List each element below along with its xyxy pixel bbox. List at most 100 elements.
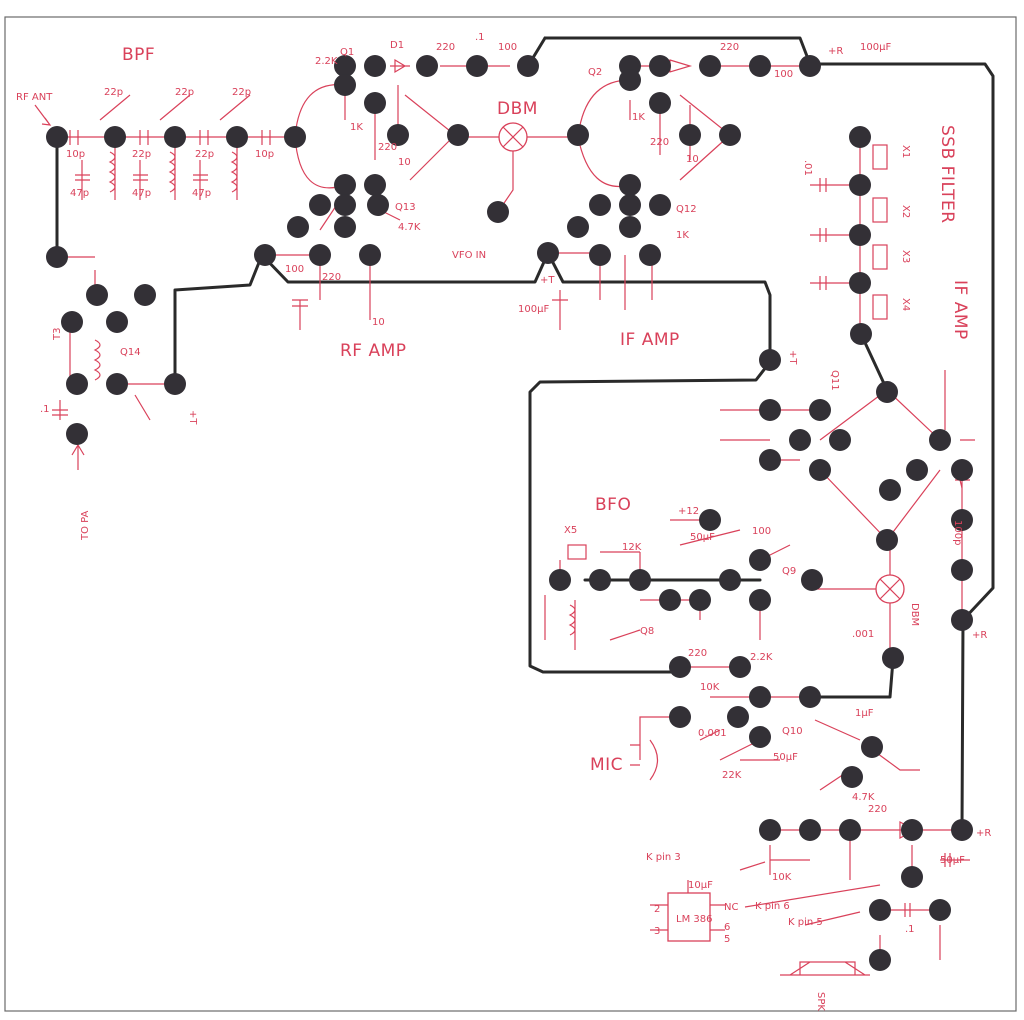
pad	[334, 194, 356, 216]
solder-pads	[46, 55, 973, 971]
pad	[284, 126, 306, 148]
val-pin6: 6	[724, 922, 730, 933]
val-.01: .01	[802, 160, 813, 176]
pad	[334, 216, 356, 238]
pad	[906, 459, 928, 481]
pad	[254, 244, 276, 266]
val-22p: 22p	[132, 149, 151, 160]
label-if-amp-side: IF AMP	[950, 280, 970, 340]
pad	[66, 373, 88, 395]
pad	[951, 509, 973, 531]
label-to-pa: TO PA	[80, 510, 91, 541]
val-nc: NC	[724, 902, 738, 913]
pad	[309, 244, 331, 266]
label-q9: Q9	[782, 566, 796, 577]
pad	[46, 246, 68, 268]
pad	[759, 819, 781, 841]
label-q1: Q1	[340, 47, 354, 58]
val-10k: 10K	[700, 682, 720, 693]
pad	[876, 381, 898, 403]
val-10: 10	[372, 317, 385, 328]
label-x2: X2	[900, 205, 911, 218]
pad	[619, 69, 641, 91]
pad	[86, 284, 108, 306]
pad	[829, 429, 851, 451]
val-10p: 10p	[255, 149, 274, 160]
pad	[649, 92, 671, 114]
pad	[549, 569, 571, 591]
pad	[882, 647, 904, 669]
pad	[849, 174, 871, 196]
pad	[719, 124, 741, 146]
pad	[799, 819, 821, 841]
val-100: 100	[752, 526, 771, 537]
label-plus-r-bottom: +R	[976, 828, 991, 839]
pad	[359, 244, 381, 266]
pad	[164, 126, 186, 148]
label-rf-amp: RF AMP	[340, 341, 407, 361]
label-plus-t-c: +T	[787, 350, 798, 365]
pad	[727, 706, 749, 728]
val-100uf: 100µF	[518, 304, 549, 315]
label-lm386: LM 386	[676, 914, 712, 925]
pad	[364, 174, 386, 196]
pad	[719, 569, 741, 591]
val-pin5: 5	[724, 934, 730, 945]
pad	[689, 589, 711, 611]
val-1k: 1K	[676, 230, 689, 241]
val-10: 10	[686, 154, 699, 165]
val-2.2k: 2.2K	[315, 56, 338, 67]
pad	[749, 686, 771, 708]
pad	[850, 323, 872, 345]
pad	[334, 55, 356, 77]
label-t3: T3	[52, 328, 63, 341]
pad	[66, 423, 88, 445]
val-100p: 100p	[952, 520, 963, 545]
val-47p: 47p	[192, 188, 211, 199]
label-q12: Q12	[676, 204, 697, 215]
pad	[699, 55, 721, 77]
pad	[567, 124, 589, 146]
val-100: 100	[498, 42, 517, 53]
pad	[487, 201, 509, 223]
val-47p: 47p	[132, 188, 151, 199]
pad	[929, 429, 951, 451]
pad	[809, 399, 831, 421]
label-bfo: BFO	[595, 495, 631, 515]
pad	[901, 866, 923, 888]
pad	[367, 194, 389, 216]
pad	[849, 224, 871, 246]
val-22p: 22p	[104, 87, 123, 98]
label-x3: X3	[900, 250, 911, 263]
pad	[517, 55, 539, 77]
pad	[749, 726, 771, 748]
pad	[799, 686, 821, 708]
label-x1: X1	[900, 145, 911, 158]
pad	[447, 124, 469, 146]
label-k-pin5: K pin 5	[788, 917, 823, 928]
pad	[387, 124, 409, 146]
label-bpf: BPF	[122, 45, 155, 65]
label-vfo-in: VFO IN	[452, 250, 486, 261]
val-220: 220	[436, 42, 455, 53]
val-.1: .1	[475, 32, 485, 43]
val-1uf: 1µF	[855, 708, 874, 719]
val-22p: 22p	[232, 87, 251, 98]
label-rf-ant: RF ANT	[16, 92, 53, 103]
pad	[929, 899, 951, 921]
val-1k: 1K	[632, 112, 645, 123]
pad	[759, 349, 781, 371]
label-q14: Q14	[120, 347, 141, 358]
val-10uf: 10µF	[688, 880, 713, 891]
pad	[46, 126, 68, 148]
pad	[619, 216, 641, 238]
pad	[537, 242, 559, 264]
val-220: 220	[378, 142, 397, 153]
val-.001: .001	[852, 629, 874, 640]
val-+12: +12	[678, 506, 699, 517]
component-wiring	[34, 58, 975, 976]
pad	[669, 706, 691, 728]
val-47p: 47p	[70, 188, 89, 199]
val-.1: .1	[905, 924, 915, 935]
val-.1: .1	[40, 404, 50, 415]
